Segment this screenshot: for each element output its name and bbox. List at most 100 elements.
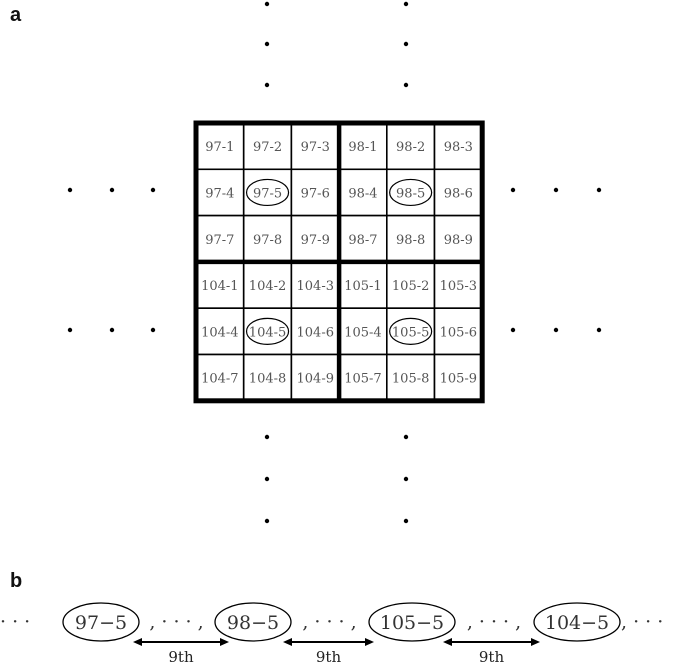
dot bbox=[596, 327, 602, 333]
cell-label: 105-7 bbox=[344, 372, 381, 387]
dot bbox=[150, 327, 156, 333]
cell-label: 105-1 bbox=[344, 279, 381, 294]
sequence-ellipse bbox=[368, 602, 456, 642]
sequence-ellipse bbox=[62, 602, 140, 642]
cell-label: 104-5 bbox=[249, 325, 286, 340]
gap-arrow-head-left bbox=[133, 638, 142, 646]
cell-label: 105-3 bbox=[440, 279, 477, 294]
sequence-item: 104−5 bbox=[545, 612, 609, 634]
dot bbox=[553, 327, 559, 333]
cell-label: 97-7 bbox=[205, 233, 234, 248]
cell-label: 97-2 bbox=[253, 140, 282, 155]
cell-label: 97-1 bbox=[205, 140, 234, 155]
cell-label: 104-3 bbox=[297, 279, 334, 294]
grid-cell bbox=[290, 168, 340, 217]
grid-cell bbox=[290, 353, 340, 402]
gap-label: 9th bbox=[168, 648, 194, 665]
cell-label: 104-7 bbox=[201, 372, 238, 387]
cell-label: 104-9 bbox=[297, 372, 334, 387]
dot bbox=[67, 327, 73, 333]
grid-cell bbox=[290, 214, 340, 263]
cell-label: 98-8 bbox=[396, 233, 425, 248]
cell-label: 104-8 bbox=[249, 372, 286, 387]
cell-label: 104-2 bbox=[249, 279, 286, 294]
dot bbox=[264, 1, 270, 7]
dot bbox=[67, 187, 73, 193]
grid-cell bbox=[290, 122, 340, 171]
dot bbox=[510, 327, 516, 333]
sequence-separator: , · · · , bbox=[467, 611, 521, 633]
grid-cell bbox=[195, 307, 245, 356]
sequence-ellipse bbox=[214, 602, 292, 642]
gap-arrow-head-right bbox=[220, 638, 229, 646]
cell-label: 97-9 bbox=[301, 233, 330, 248]
sequence-leading: · · · bbox=[0, 611, 30, 633]
cell-label: 105-8 bbox=[392, 372, 429, 387]
grid-cell bbox=[195, 261, 245, 309]
cell-label: 104-4 bbox=[201, 325, 238, 340]
dot bbox=[264, 41, 270, 47]
cell-label: 104-1 bbox=[201, 279, 238, 294]
cell-label: 97-8 bbox=[253, 233, 282, 248]
cell-circle bbox=[389, 317, 433, 345]
cell-label: 98-1 bbox=[348, 140, 377, 155]
gap-label: 9th bbox=[316, 648, 342, 665]
dot bbox=[264, 82, 270, 88]
dot bbox=[403, 518, 409, 524]
dot bbox=[510, 187, 516, 193]
cell-label: 104-6 bbox=[297, 325, 334, 340]
grid-cell bbox=[242, 307, 293, 356]
grid-cell bbox=[290, 307, 340, 356]
dot bbox=[150, 187, 156, 193]
cell-label: 105-4 bbox=[344, 325, 381, 340]
dot bbox=[403, 41, 409, 47]
sequence-separator: , · · · , bbox=[302, 611, 356, 633]
cell-circle bbox=[389, 178, 433, 207]
gap-label: 9th bbox=[479, 648, 505, 665]
dot bbox=[264, 434, 270, 440]
gap-arrow-head-left bbox=[443, 638, 452, 646]
panel-a-label: a bbox=[10, 4, 22, 26]
panel-b-label: b bbox=[10, 570, 23, 592]
gap-arrow-head-right bbox=[365, 638, 374, 646]
cell-label: 97-4 bbox=[205, 186, 234, 201]
cell-circle bbox=[245, 178, 290, 207]
cell-label: 98-6 bbox=[444, 186, 473, 201]
sequence-separator: , · · · , bbox=[149, 611, 203, 633]
grid-cell bbox=[385, 307, 436, 356]
grid-cell bbox=[433, 214, 484, 263]
dot bbox=[403, 82, 409, 88]
cell-circle bbox=[245, 317, 290, 345]
sequence-item: 98−5 bbox=[227, 612, 279, 634]
sequence-trailing: , · · · bbox=[621, 611, 663, 633]
grid-cell bbox=[433, 261, 484, 309]
dot bbox=[403, 434, 409, 440]
gap-arrow-head-left bbox=[283, 638, 292, 646]
sequence-item: 97−5 bbox=[75, 612, 127, 634]
grid-cell bbox=[338, 214, 388, 263]
dot bbox=[264, 476, 270, 482]
gap-arrow-head-right bbox=[531, 638, 540, 646]
grid-cell bbox=[385, 214, 436, 263]
sequence-row: · · · 97−5 , · · · , 98−5 , · · · , 105−5 , · … bbox=[0, 602, 663, 665]
cell-label: 105-6 bbox=[440, 325, 477, 340]
continuation-dots bbox=[67, 1, 602, 524]
cell-label: 98-9 bbox=[444, 233, 473, 248]
cell-label: 105-2 bbox=[392, 279, 429, 294]
cell-label: 98-4 bbox=[348, 186, 377, 201]
grid-cell bbox=[433, 122, 484, 171]
dot bbox=[553, 187, 559, 193]
cell-label: 97-6 bbox=[301, 186, 330, 201]
cell-label: 98-2 bbox=[396, 140, 425, 155]
dot bbox=[109, 327, 115, 333]
cell-label: 98-7 bbox=[348, 233, 377, 248]
cell-label: 97-5 bbox=[253, 186, 282, 201]
cell-label: 105-9 bbox=[440, 372, 477, 387]
cell-label: 98-5 bbox=[396, 186, 425, 201]
sequence-ellipse bbox=[533, 602, 621, 642]
dot bbox=[264, 518, 270, 524]
dot bbox=[596, 187, 602, 193]
sequence-item: 105−5 bbox=[380, 612, 444, 634]
